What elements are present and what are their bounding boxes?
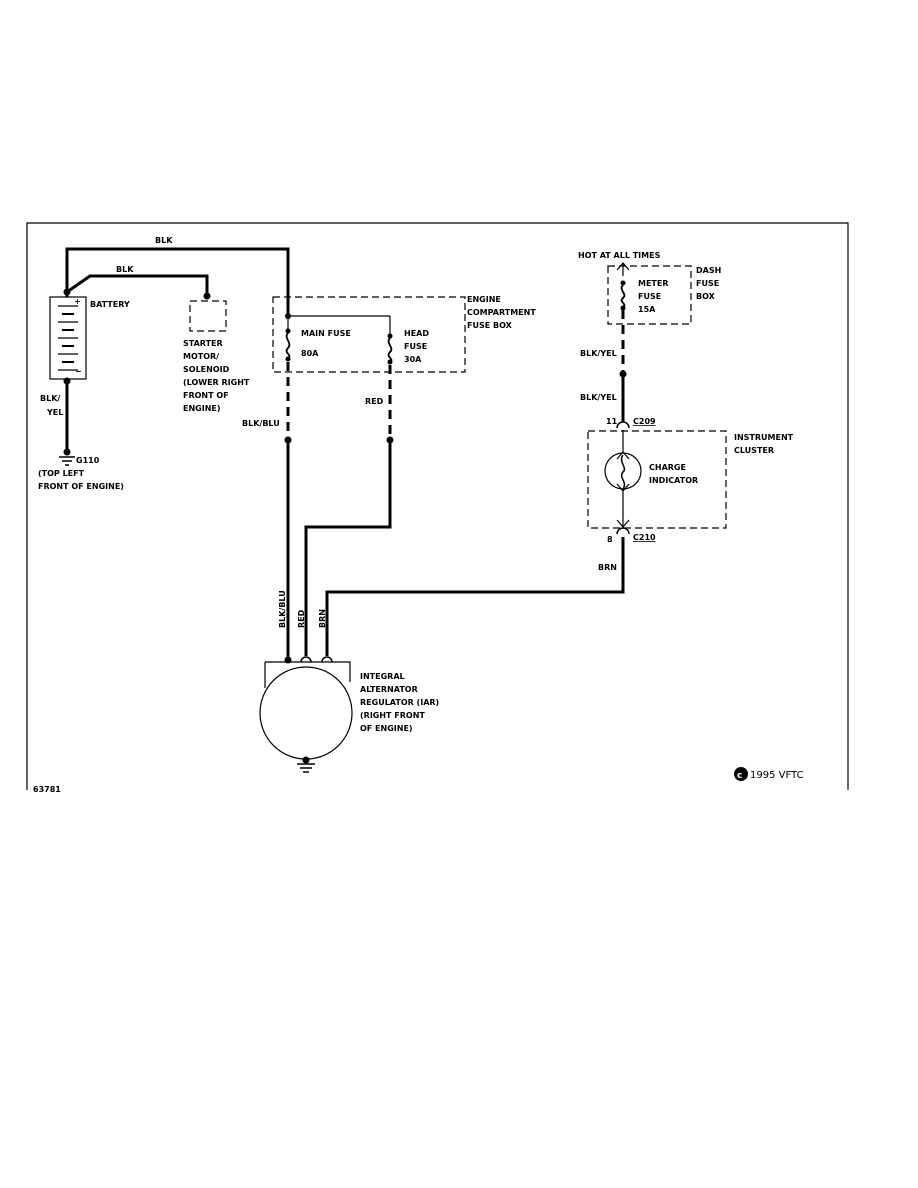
connector-c209: C209 bbox=[633, 417, 656, 426]
wire-label-cluster-out: BRN bbox=[598, 563, 617, 572]
wire-label-alt-brn: BRN bbox=[318, 609, 327, 628]
dash-fuse-box bbox=[607, 265, 692, 325]
alternator bbox=[259, 656, 353, 764]
dash-fuse-box-label: DASH FUSE BOX bbox=[696, 266, 721, 301]
wire-label-battery-ground-1: BLK/ bbox=[40, 394, 60, 403]
engine-fuse-box bbox=[272, 296, 466, 373]
svg-text:INTEGRAL: INTEGRAL bbox=[360, 672, 405, 681]
charge-indicator-label-2: INDICATOR bbox=[649, 476, 698, 485]
meter-fuse-label-2: FUSE bbox=[638, 292, 661, 301]
wire-label-cluster-in: BLK/YEL bbox=[580, 393, 617, 402]
wire-label-meter-fuse-out: BLK/YEL bbox=[580, 349, 617, 358]
head-fuse-label-2: FUSE bbox=[404, 342, 427, 351]
svg-text:ALTERNATOR: ALTERNATOR bbox=[360, 685, 418, 694]
charge-indicator-icon bbox=[604, 451, 642, 492]
wire-label-head-fuse-out: RED bbox=[365, 397, 384, 406]
ground-g110-label: G110 bbox=[76, 456, 100, 465]
svg-text:SOLENOID: SOLENOID bbox=[183, 365, 230, 374]
wire-label-blk-starter: BLK bbox=[116, 265, 134, 274]
svg-text:MOTOR/: MOTOR/ bbox=[183, 352, 219, 361]
hot-at-all-times: HOT AT ALL TIMES bbox=[578, 251, 661, 260]
battery-minus: − bbox=[75, 367, 82, 376]
svg-text:DASH: DASH bbox=[696, 266, 721, 275]
copyright: 1995 VFTC bbox=[750, 770, 804, 781]
svg-text:c: c bbox=[737, 771, 742, 781]
connector-c209-icon bbox=[616, 421, 630, 429]
meter-fuse-rating: 15A bbox=[638, 305, 656, 314]
diagram-frame bbox=[26, 222, 849, 790]
meter-fuse-icon bbox=[620, 280, 626, 311]
figure-number: 63781 bbox=[33, 785, 61, 794]
alternator-label: INTEGRAL ALTERNATOR REGULATOR (IAR) (RIG… bbox=[360, 672, 439, 733]
head-fuse-label-1: HEAD bbox=[404, 329, 429, 338]
wire-label-battery-ground-2: YEL bbox=[46, 408, 63, 417]
svg-text:INSTRUMENT: INSTRUMENT bbox=[734, 433, 794, 442]
svg-text:FRONT OF: FRONT OF bbox=[183, 391, 229, 400]
charge-indicator-label-1: CHARGE bbox=[649, 463, 686, 472]
hot-arrow-icon bbox=[616, 262, 630, 271]
svg-text:STARTER: STARTER bbox=[183, 339, 223, 348]
svg-text:REGULATOR (IAR): REGULATOR (IAR) bbox=[360, 698, 439, 707]
cluster-arrow-icon bbox=[616, 519, 630, 528]
wire-label-alt-blk-blu: BLK/BLU bbox=[278, 590, 287, 628]
battery-plus: + bbox=[74, 297, 81, 306]
wire-label-blk-top: BLK bbox=[155, 236, 173, 245]
wire-blk-starter bbox=[66, 274, 209, 296]
svg-text:ENGINE: ENGINE bbox=[467, 295, 501, 304]
main-fuse-icon bbox=[285, 328, 291, 362]
splice-starter bbox=[203, 292, 211, 300]
svg-text:(LOWER RIGHT: (LOWER RIGHT bbox=[183, 378, 250, 387]
pin-c210: 8 bbox=[607, 535, 613, 544]
svg-text:OF ENGINE): OF ENGINE) bbox=[360, 724, 413, 733]
svg-text:CLUSTER: CLUSTER bbox=[734, 446, 774, 455]
wire-label-alt-red: RED bbox=[297, 609, 306, 628]
main-fuse-label: MAIN FUSE bbox=[301, 329, 351, 338]
starter-solenoid bbox=[189, 300, 227, 332]
ground-icon bbox=[59, 456, 75, 466]
instrument-cluster-label: INSTRUMENT CLUSTER bbox=[734, 433, 794, 455]
main-fuse-rating: 80A bbox=[301, 349, 319, 358]
wire-red bbox=[304, 440, 392, 656]
svg-text:FUSE BOX: FUSE BOX bbox=[467, 321, 513, 330]
head-fuse-icon bbox=[387, 333, 393, 365]
instrument-cluster bbox=[587, 430, 727, 529]
pin-c209: 11 bbox=[606, 417, 618, 426]
svg-text:(RIGHT FRONT: (RIGHT FRONT bbox=[360, 711, 425, 720]
connector-c210-icon bbox=[616, 527, 630, 535]
alternator-ground-icon bbox=[297, 763, 315, 773]
ground-location-1: (TOP LEFT bbox=[38, 469, 85, 478]
svg-text:FUSE: FUSE bbox=[696, 279, 719, 288]
engine-fuse-box-label: ENGINE COMPARTMENT FUSE BOX bbox=[467, 295, 536, 330]
wire-label-main-fuse-out: BLK/BLU bbox=[242, 419, 280, 428]
ground-g110-dot bbox=[63, 448, 71, 456]
starter-label: STARTER MOTOR/ SOLENOID (LOWER RIGHT FRO… bbox=[183, 339, 250, 413]
ground-location-2: FRONT OF ENGINE) bbox=[38, 482, 124, 491]
svg-text:COMPARTMENT: COMPARTMENT bbox=[467, 308, 536, 317]
copyright-icon: c bbox=[734, 767, 748, 781]
svg-text:BOX: BOX bbox=[696, 292, 716, 301]
wire-blk-top bbox=[65, 247, 290, 298]
meter-fuse-label-1: METER bbox=[638, 279, 669, 288]
head-fuse-rating: 30A bbox=[404, 355, 422, 364]
connector-c210: C210 bbox=[633, 533, 656, 542]
wire-brn bbox=[325, 537, 625, 656]
battery-label: BATTERY bbox=[90, 300, 130, 309]
svg-text:ENGINE): ENGINE) bbox=[183, 404, 221, 413]
